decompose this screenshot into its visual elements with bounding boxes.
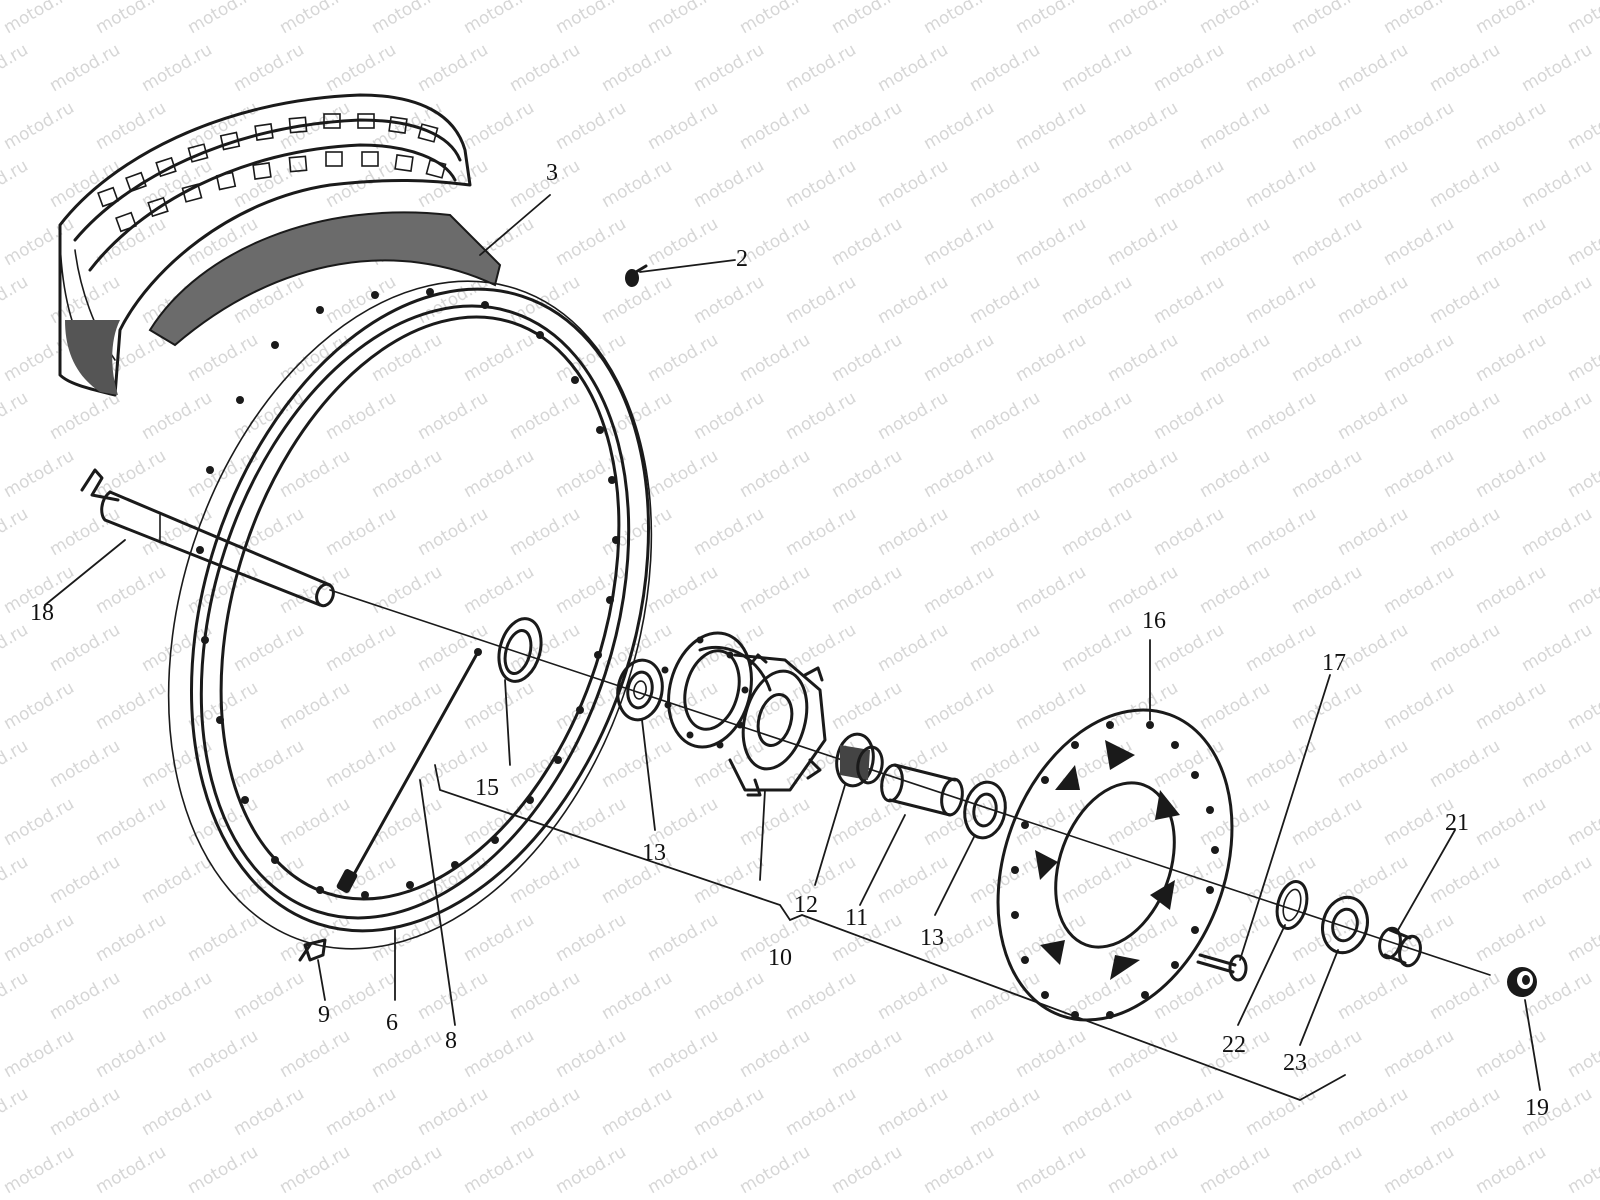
callout-3: 3 — [546, 160, 558, 186]
group-bracket-10 — [434, 764, 1346, 1101]
callout-13-right: 13 — [920, 925, 944, 951]
callout-13-left: 13 — [642, 840, 666, 866]
needle-bearing — [835, 732, 884, 788]
valve — [625, 264, 648, 287]
spacer-21 — [1378, 926, 1422, 968]
callout-19: 19 — [1525, 1095, 1549, 1121]
spacer — [880, 763, 964, 817]
bearing-23 — [1321, 895, 1369, 955]
leader-lines — [44, 194, 1541, 1091]
seal — [497, 617, 543, 683]
callout-18: 18 — [30, 600, 54, 626]
callout-12: 12 — [794, 892, 818, 918]
disc-bolt — [1196, 953, 1248, 982]
callout-6: 6 — [386, 1010, 398, 1036]
callout-15: 15 — [475, 775, 499, 801]
rim-band — [148, 211, 502, 347]
brake-disc — [996, 708, 1234, 1022]
hub — [661, 631, 827, 797]
callout-23: 23 — [1283, 1050, 1307, 1076]
callout-22: 22 — [1222, 1032, 1246, 1058]
bearing-left — [616, 658, 664, 722]
axle-nut — [1507, 967, 1537, 997]
spoke-nipple — [298, 938, 327, 962]
spoke — [336, 648, 482, 893]
callout-8: 8 — [445, 1028, 457, 1054]
callout-16: 16 — [1142, 608, 1166, 634]
callout-11: 11 — [845, 905, 868, 931]
axle — [80, 468, 335, 608]
callout-10: 10 — [768, 945, 792, 971]
callout-17: 17 — [1322, 650, 1346, 676]
callout-labels: 2 3 6 8 9 10 11 12 13 13 15 16 17 18 19 … — [30, 160, 1549, 1121]
rim — [167, 280, 653, 950]
callout-21: 21 — [1445, 810, 1469, 836]
bearing-right — [963, 780, 1007, 840]
tire-section — [58, 93, 472, 397]
callout-2: 2 — [736, 246, 748, 272]
callout-9: 9 — [318, 1002, 330, 1028]
circlip — [1275, 880, 1309, 930]
